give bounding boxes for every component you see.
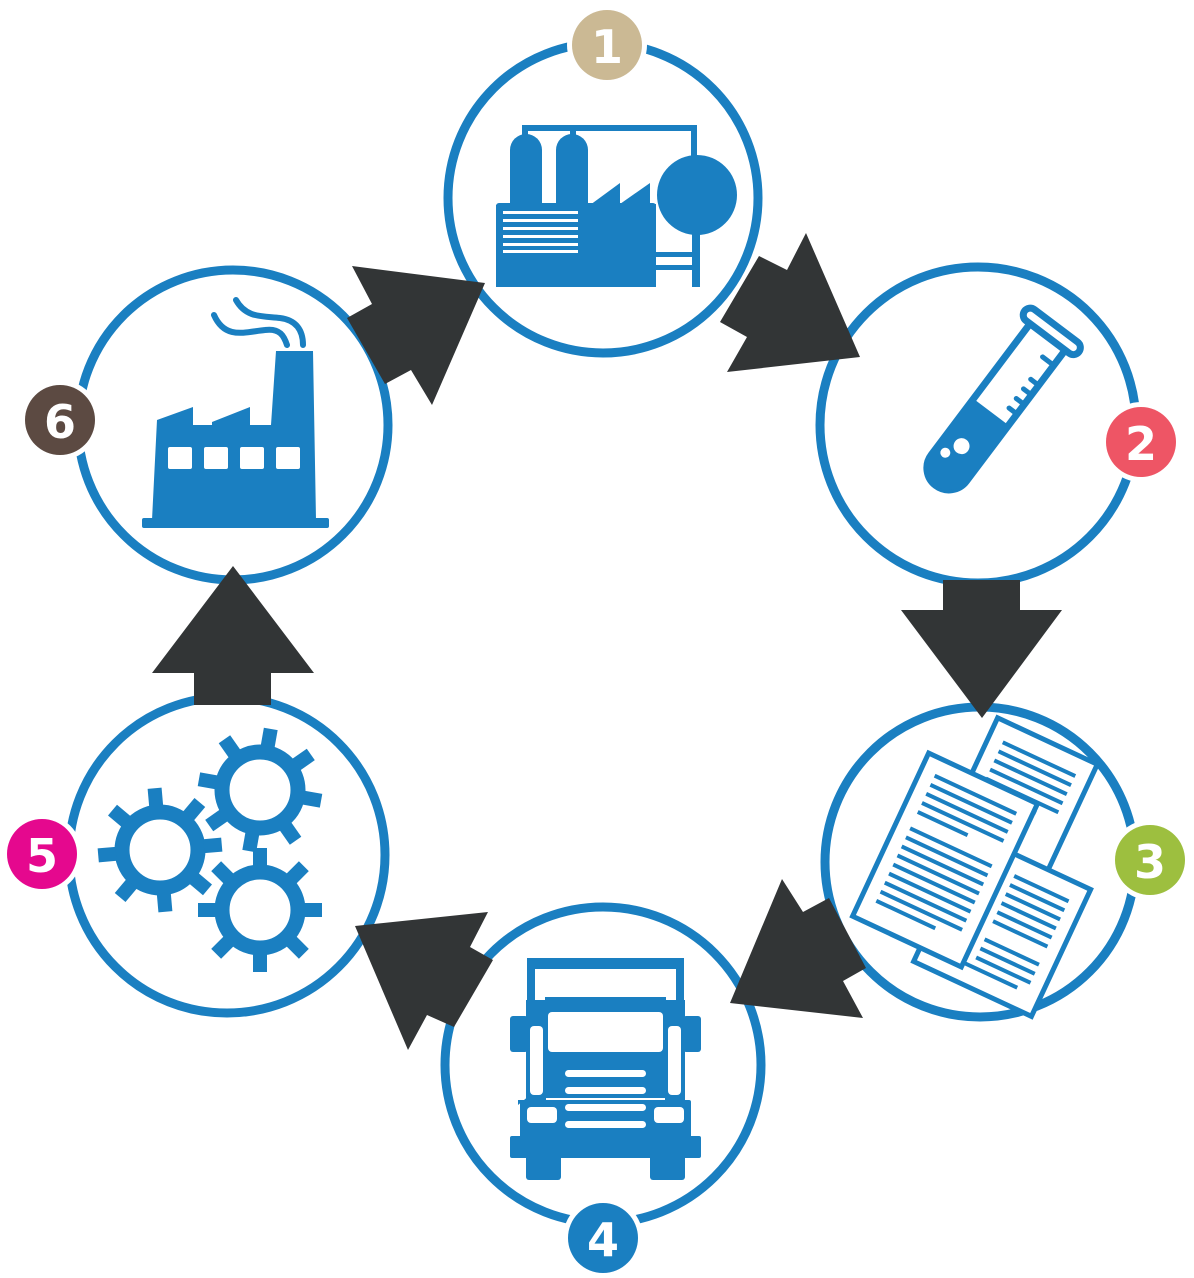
step-3: 3 (820, 702, 1190, 1022)
step-5: 5 (2, 692, 390, 1018)
arrow-2-to-3 (901, 580, 1062, 718)
truck-icon (510, 958, 701, 1180)
step-1-number: 1 (591, 20, 623, 74)
factory-icon (142, 297, 329, 528)
step-3-number: 3 (1134, 835, 1166, 889)
arrow-3-to-4 (730, 879, 866, 1018)
step-2: 2 (815, 262, 1181, 588)
step-5-number: 5 (26, 829, 58, 883)
step-1: 1 (443, 5, 763, 358)
industrial-plant-icon (496, 125, 737, 287)
gears-icon (97, 727, 323, 972)
step-6-number: 6 (44, 395, 76, 449)
step-2-number: 2 (1125, 417, 1157, 471)
step-4-number: 4 (587, 1213, 619, 1267)
arrow-4-to-5 (355, 912, 493, 1050)
test-tube-icon (923, 304, 1084, 494)
arrow-1-to-2 (720, 233, 860, 372)
documents-icon (849, 714, 1101, 1020)
step-6: 6 (20, 265, 393, 585)
arrow-6-to-1 (347, 266, 485, 405)
arrow-5-to-6 (152, 566, 314, 705)
step-4: 4 (440, 902, 766, 1278)
